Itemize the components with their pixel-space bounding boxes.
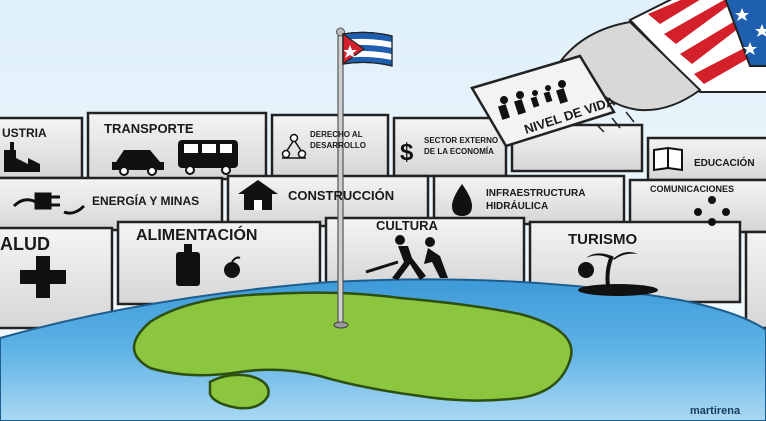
sleeve-star-3 [743, 42, 757, 55]
label-comunicaciones: COMUNICACIONES [650, 184, 734, 194]
block-derecho [270, 113, 390, 179]
flagpole [333, 27, 349, 329]
factory-icon [4, 142, 40, 172]
book-icon [653, 146, 683, 172]
label-construccion: CONSTRUCCIÓN [288, 188, 394, 203]
dollar-icon: $ [400, 139, 414, 166]
artist-signature: martirena [690, 405, 741, 417]
sleeve-star-1 [735, 8, 749, 21]
label-sector-1: SECTOR EXTERNO [424, 136, 498, 145]
label-infra-1: INFRAESTRUCTURA [486, 188, 585, 199]
family-icon [498, 80, 568, 120]
label-turismo: TURISMO [568, 231, 637, 248]
label-derecho-2: DESARROLLO [310, 141, 366, 150]
food-icon [176, 244, 241, 286]
label-sector-2: DE LA ECONOMÍA [424, 147, 494, 156]
bus-icon [178, 140, 238, 175]
motion-lines [595, 111, 635, 133]
block-edge-right [744, 230, 766, 330]
flag-star [343, 45, 357, 58]
palm-island-icon [578, 252, 658, 296]
cuban-flag [342, 31, 393, 67]
house-icon [238, 180, 278, 210]
wall [0, 111, 766, 330]
network-icon [281, 133, 307, 159]
label-industria: USTRIA [2, 126, 47, 140]
label-salud: ALUD [0, 234, 50, 254]
people-network-icon [694, 196, 730, 226]
label-energia: ENERGÍA Y MINAS [92, 193, 199, 208]
label-transporte: TRANSPORTE [104, 121, 194, 136]
label-infra-2: HIDRÁULICA [486, 199, 548, 212]
label-cultura: CULTURA [376, 218, 438, 233]
cross-icon [20, 256, 66, 298]
plug-icon [12, 192, 86, 215]
label-educacion: EDUCACIÓN [694, 156, 755, 169]
water-drop-icon [452, 184, 472, 216]
car-icon [112, 150, 164, 176]
label-derecho-1: DERECHO AL [310, 130, 363, 139]
dancers-icon [365, 235, 448, 280]
islet [208, 373, 270, 410]
sleeve-star-2 [755, 24, 766, 37]
label-alimentacion: ALIMENTACIÓN [136, 225, 257, 244]
block-sector-externo [392, 116, 508, 178]
